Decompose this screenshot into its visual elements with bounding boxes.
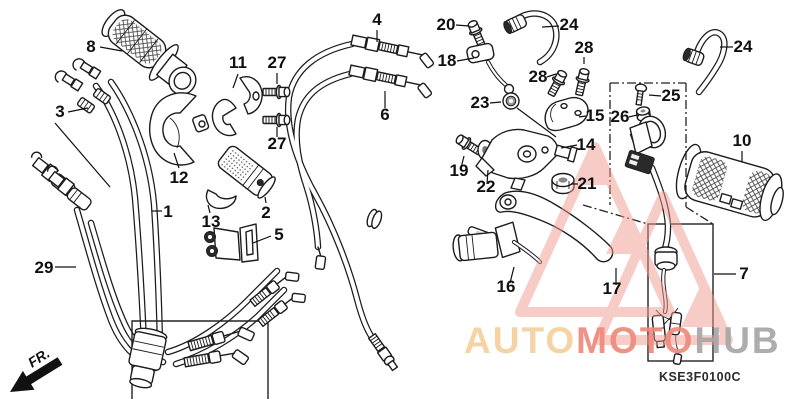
leader-13 [207,204,211,214]
callout-28: 28 [529,67,548,86]
leader-14 [560,144,578,149]
callout-23: 23 [471,93,490,112]
cable-4-lower-end [366,208,399,372]
assembly-line-1 [516,107,557,138]
part-15-clamp [544,96,589,132]
part-3-cable-ends [54,58,112,114]
part-12-throttle-housing [149,92,210,166]
part-8-throttle-grip [101,9,197,96]
fr-direction-indicator: FR. [10,345,63,392]
part-25-screw [634,83,648,106]
watermark-segment: AUTO [464,320,576,361]
part-13-guide [205,189,237,210]
bolt-27a [262,84,291,100]
callout-27: 27 [268,53,287,72]
leader-2 [264,196,267,204]
callout-10: 10 [733,131,752,150]
part-26-nut [635,106,651,122]
leader-24 [541,25,560,28]
leader-22 [486,169,489,185]
bolt-27b [262,112,291,128]
callout-13: 13 [202,212,221,231]
throttle-cables [73,40,378,372]
callout-19: 19 [450,161,469,180]
watermark-segment: HUB [694,320,780,361]
leader-3 [67,107,89,113]
part-2-grip-tube [217,145,276,199]
bolt-28b [571,66,593,98]
part-21-nut [551,172,575,195]
part-17-clutch-lever [494,190,614,263]
leader-25 [648,94,662,97]
callout-3: 3 [55,102,64,121]
callout-25: 25 [662,86,681,105]
cable-end-spring-b [183,349,250,368]
part-18-lever [466,42,515,95]
callout-7: 7 [739,264,748,283]
callout-5: 5 [274,225,283,244]
callout-29: 29 [35,258,54,277]
callout-6: 6 [380,105,389,124]
part-16-lever-assy [452,221,543,265]
part-29-elbow-fittings [30,151,92,211]
leader-8 [99,46,123,52]
callout-15: 15 [586,106,605,125]
part-6-cable-end [348,64,433,99]
part-1-cable-bundle-boot [128,327,168,389]
callout-4: 4 [372,10,382,29]
part-4-cable-end [350,34,435,69]
leader-5 [252,235,272,244]
callout-22: 22 [477,177,496,196]
leader-11 [232,73,239,89]
callout-11: 11 [229,53,247,72]
cable-6-lower-end [314,246,327,271]
watermark-segment: MOTO [576,320,694,361]
cable-end-spring-c [249,271,300,308]
callout-8: 8 [86,37,95,56]
leader-26 [628,114,638,118]
callout-1: 1 [163,202,172,221]
callout-17: 17 [603,279,622,298]
leader-23 [489,101,502,104]
leader-12 [173,152,180,169]
callout-27: 27 [268,134,287,153]
callout-18: 18 [438,51,457,70]
part-23-grommet [502,92,520,110]
part-11-clamp-halves [211,76,263,137]
callout-24: 24 [734,37,753,56]
callout-28: 28 [575,38,594,57]
callout-20: 20 [437,15,456,34]
callout-21: 21 [578,174,597,193]
leader-18 [456,57,475,62]
part-5-cable-guide [204,223,259,263]
callout-16: 16 [497,277,516,296]
callout-2: 2 [261,203,270,222]
callout-12: 12 [170,168,189,187]
switch-connector-block [624,150,655,175]
part-24-guard-right [682,29,728,96]
diagram-code: KSE3F0100C [659,370,741,384]
assembly-line-0 [54,122,111,188]
leader-20 [455,24,470,27]
cable-end-spring-a [187,326,255,352]
leader-19 [460,155,465,169]
callout-26: 26 [611,107,630,126]
watermark-logo [515,142,733,345]
callout-24: 24 [560,15,579,34]
part-10-grip [675,143,784,222]
watermark-text: AUTOMOTOHUB [464,320,781,361]
part-14-lever-perch [475,128,578,191]
callout-14: 14 [577,135,596,154]
leader-16 [509,266,515,284]
leader-28 [546,73,557,78]
leader-15 [578,115,587,118]
cable-end-spring-d [257,292,307,328]
bolt-28a [544,67,571,99]
part-24-guard-left [503,10,560,66]
